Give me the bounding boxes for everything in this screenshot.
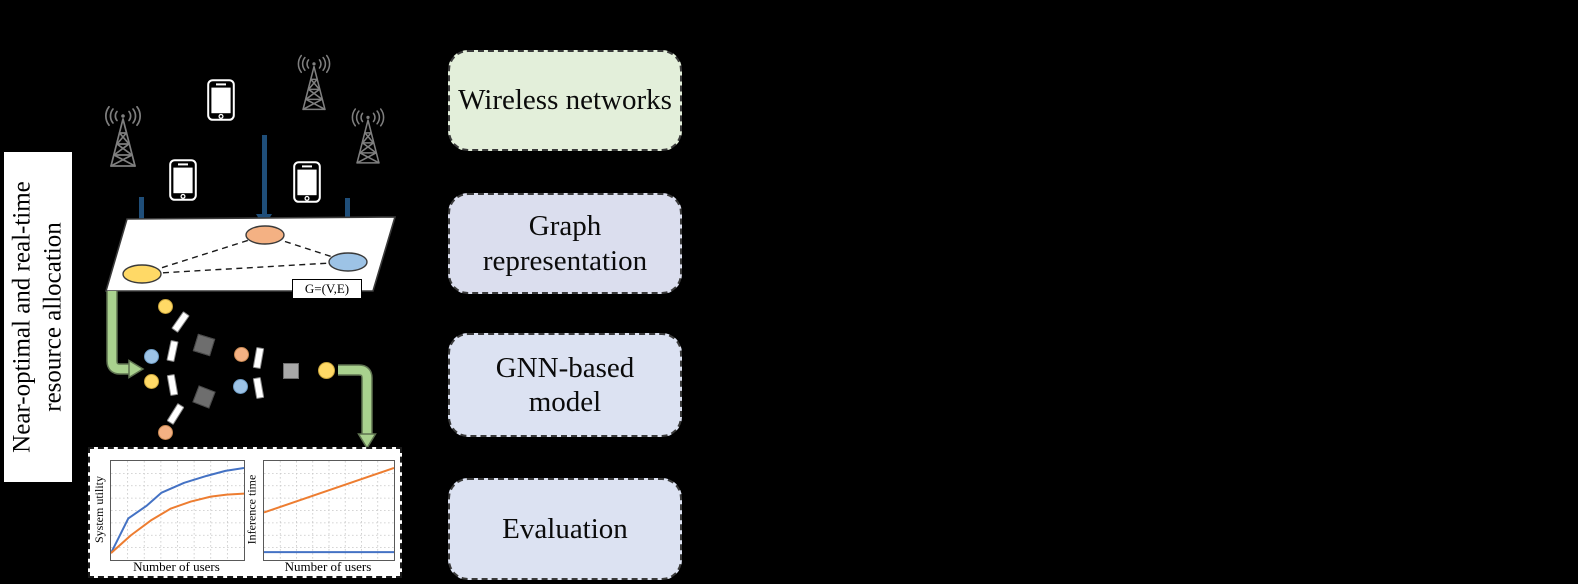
gnn-node-yellow: [318, 362, 335, 379]
series-rising-orange: [264, 466, 394, 514]
smartphone-icon: [293, 161, 321, 208]
flow-box-label: Wireless networks: [458, 84, 672, 117]
graph-node-orange: [245, 225, 285, 245]
gnn-node-blue: [233, 379, 248, 394]
evaluation-panel: System utility Number of users Inference…: [88, 447, 402, 578]
y-axis-label: System utility: [91, 475, 106, 544]
x-axis-label: Number of users: [284, 559, 372, 574]
cell-tower-icon: [101, 105, 145, 173]
system-utility-chart: [110, 460, 245, 561]
series-lower-orange: [111, 492, 244, 554]
graph-node-blue: [328, 252, 368, 272]
cell-tower-icon: [348, 106, 388, 172]
graph-equation-text: G=(V,E): [304, 281, 350, 296]
flow-box-graph-representation: Graph representation: [448, 193, 682, 294]
series-upper-blue: [111, 466, 244, 554]
inference-time-chart: [263, 460, 395, 561]
graph-equation-tag: G=(V,E): [292, 279, 362, 299]
flow-box-label: Evaluation: [502, 512, 628, 545]
down-arrow: [262, 135, 267, 215]
smartphone-icon: [207, 79, 235, 126]
graph-plane: [104, 216, 397, 292]
elbow-arrow-head: [357, 433, 377, 450]
gnn-weight-square: [283, 363, 299, 379]
flow-box-label: GNN-based model: [495, 351, 635, 418]
y-axis-label: Inference time: [244, 474, 259, 545]
cell-tower-icon: [294, 54, 334, 117]
gnn-node-blue: [144, 349, 159, 364]
gnn-node-yellow: [144, 374, 159, 389]
side-caption-box: Near-optimal and real-time resource allo…: [2, 150, 74, 484]
flow-box-evaluation: Evaluation: [448, 478, 682, 580]
x-axis-label: Number of users: [133, 559, 220, 574]
flow-box-gnn-based-model: GNN-based model: [448, 333, 682, 437]
flow-box-wireless-networks: Wireless networks: [448, 50, 682, 151]
smartphone-icon: [169, 159, 197, 206]
side-caption-text: Near-optimal and real-time resource allo…: [8, 181, 67, 453]
flow-box-label: Graph representation: [482, 210, 648, 277]
graph-node-yellow: [122, 264, 162, 284]
gnn-node-orange: [158, 425, 173, 440]
elbow-arrows: [106, 291, 377, 450]
gnn-node-yellow: [158, 299, 173, 314]
elbow-arrow-head: [128, 359, 145, 379]
gnn-node-orange: [234, 347, 249, 362]
